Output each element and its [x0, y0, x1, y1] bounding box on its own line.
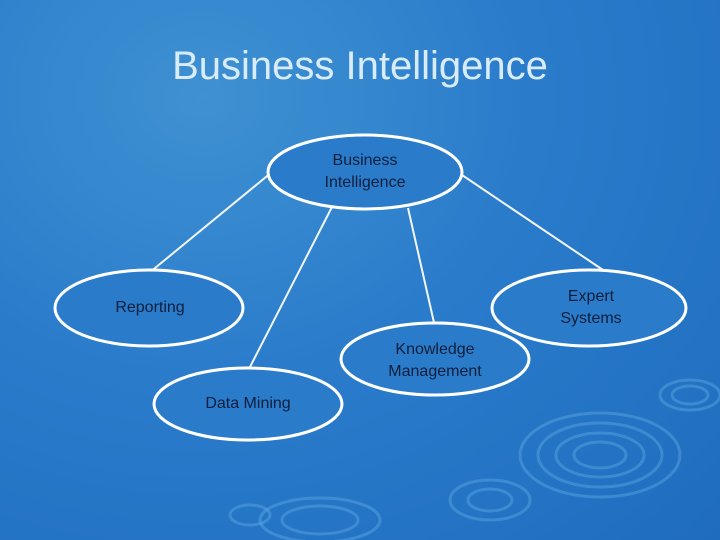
node-expert-systems-label: Expert Systems — [560, 288, 622, 327]
edge-root-reporting — [137, 171, 273, 283]
node-data-mining-label: Data Mining — [205, 395, 291, 412]
slide-title: Business Intelligence — [172, 44, 548, 88]
node-expert-systems — [490, 268, 688, 348]
node-root — [266, 133, 464, 211]
edge-root-expert — [461, 174, 607, 273]
node-reporting — [53, 268, 245, 348]
edge-root-data-mining — [249, 204, 334, 368]
node-data-mining — [152, 366, 344, 442]
node-root-label: Business Intelligence — [324, 152, 406, 191]
node-knowledge-management-label: Knowledge Management — [388, 341, 482, 380]
node-reporting-label: Reporting — [115, 299, 185, 316]
edge-root-knowledge — [407, 207, 436, 328]
node-knowledge-management — [339, 321, 531, 397]
